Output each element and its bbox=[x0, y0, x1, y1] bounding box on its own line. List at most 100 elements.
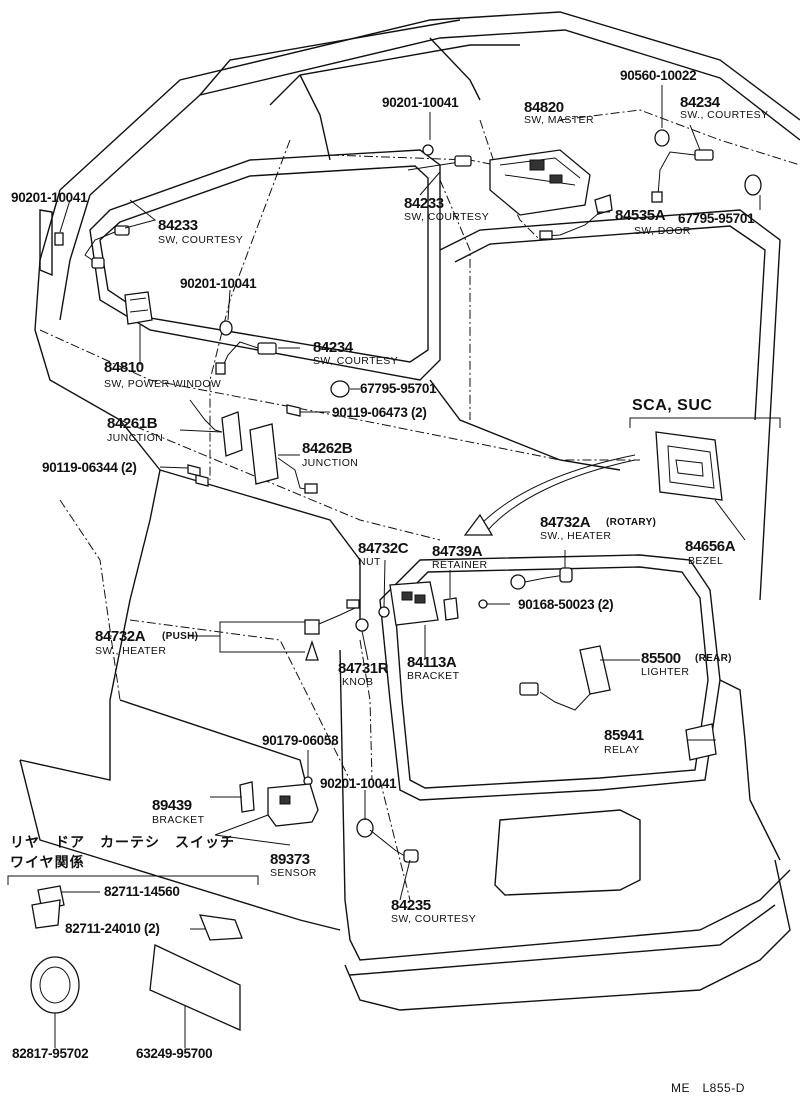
rear-bumper-outline bbox=[344, 859, 791, 1011]
label-82817: 82817-95702 bbox=[12, 1046, 89, 1061]
label-90560: 90560-10022 bbox=[620, 68, 697, 83]
grommet-82817 bbox=[30, 956, 80, 1014]
diagram-reference-code: ME L855-D bbox=[671, 1081, 745, 1095]
rear-door-outline bbox=[439, 209, 781, 601]
screw-pair-upper bbox=[286, 404, 312, 417]
label-90201-top: 90201-10041 bbox=[382, 95, 459, 110]
grommet-mid bbox=[330, 380, 350, 398]
label-push: (PUSH) bbox=[162, 631, 199, 642]
label-85941: 85941 bbox=[604, 727, 644, 744]
label-rear: (REAR) bbox=[695, 653, 732, 664]
bracket-part bbox=[389, 581, 439, 626]
bracket-89439 bbox=[239, 781, 255, 813]
door-switch-part bbox=[539, 194, 613, 240]
bezel-part bbox=[629, 417, 781, 501]
label-84810: 84810 bbox=[104, 359, 144, 376]
label-lighter: LIGHTER bbox=[641, 666, 690, 678]
label-90119-06344: 90119-06344 (2) bbox=[42, 460, 137, 475]
label-sensor: SENSOR bbox=[270, 867, 317, 879]
clamp-82711-24010 bbox=[198, 914, 243, 941]
power-window-switch-part bbox=[124, 291, 153, 325]
label-84739A: 84739A bbox=[432, 543, 483, 560]
label-82711-14560: 82711-14560 bbox=[104, 884, 180, 899]
label-84656A: 84656A bbox=[685, 538, 736, 555]
label-89439: 89439 bbox=[152, 797, 192, 814]
label-sw-courtesy-top: SW., COURTESY bbox=[680, 109, 769, 121]
label-sca-suc: SCA, SUC bbox=[632, 397, 713, 414]
heater-switch-push bbox=[304, 599, 369, 661]
wire-group-box bbox=[7, 875, 259, 885]
label-84262B: 84262B bbox=[302, 440, 353, 457]
label-bracket-2: BRACKET bbox=[152, 814, 205, 826]
courtesy-switch-top-mid bbox=[407, 144, 472, 171]
label-sw-heater-push: SW., HEATER bbox=[95, 645, 167, 657]
label-jp-line2: ワイヤ関係 bbox=[10, 855, 85, 871]
label-junction-1: JUNCTION bbox=[107, 432, 164, 444]
label-sw-heater-rotary: SW., HEATER bbox=[540, 530, 612, 542]
retainer-part bbox=[443, 597, 459, 621]
courtesy-switch-mid bbox=[215, 320, 277, 375]
label-90179: 90179-06058 bbox=[262, 733, 339, 748]
label-84732A-push: 84732A bbox=[95, 628, 146, 645]
heater-switch-rotary bbox=[510, 567, 573, 590]
label-84732C: 84732C bbox=[358, 540, 409, 557]
label-67795-mid: 67795-95701 bbox=[360, 381, 437, 396]
lighter-part bbox=[519, 645, 611, 711]
label-relay: RELAY bbox=[604, 744, 640, 756]
label-84113A: 84113A bbox=[407, 654, 457, 671]
label-63249: 63249-95700 bbox=[136, 1046, 213, 1061]
curved-arrow bbox=[479, 454, 636, 526]
label-84732A-rotary: 84732A bbox=[540, 514, 591, 531]
label-84261B: 84261B bbox=[107, 415, 158, 432]
label-bezel: BEZEL bbox=[688, 555, 724, 567]
label-89373: 89373 bbox=[270, 851, 310, 868]
cover-63249 bbox=[149, 944, 241, 1032]
screw-pair-lower bbox=[187, 464, 209, 487]
license-plate-area bbox=[494, 809, 641, 896]
relay-part bbox=[685, 723, 717, 761]
label-90201-left: 90201-10041 bbox=[11, 190, 88, 205]
label-sw-courtesy-mid2: SW, COURTESY bbox=[313, 355, 399, 367]
label-sw-courtesy-low: SW, COURTESY bbox=[391, 913, 477, 925]
label-jp-line1: リヤ ドア カーテシ スイッチ bbox=[10, 835, 235, 851]
master-switch-part bbox=[489, 149, 591, 216]
label-junction-2: JUNCTION bbox=[302, 457, 359, 469]
label-bracket-1: BRACKET bbox=[407, 670, 460, 682]
sensor-part bbox=[267, 783, 319, 827]
label-84820: 84820 bbox=[524, 99, 564, 116]
junction-block-2 bbox=[249, 423, 318, 494]
label-84235: 84235 bbox=[391, 897, 431, 914]
label-84535A: 84535A bbox=[615, 207, 666, 224]
clamp-82711-14560 bbox=[31, 885, 65, 929]
label-90201-mid: 90201-10041 bbox=[180, 276, 257, 291]
label-90201-low: 90201-10041 bbox=[320, 776, 397, 791]
label-84731R: 84731R bbox=[338, 660, 389, 677]
label-sw-courtesy-left: SW, COURTESY bbox=[158, 234, 244, 246]
label-sw-door: SW, DOOR bbox=[634, 225, 691, 237]
screw-90168 bbox=[478, 599, 488, 609]
label-84233-mid: 84233 bbox=[404, 195, 444, 212]
label-84233-left: 84233 bbox=[158, 217, 198, 234]
label-90119-06473: 90119-06473 (2) bbox=[332, 405, 427, 420]
label-82711-24010: 82711-24010 (2) bbox=[65, 921, 160, 936]
label-sw-courtesy-mid: SW, COURTESY bbox=[404, 211, 490, 223]
courtesy-switch-top-right bbox=[651, 129, 762, 203]
label-67795-right: 67795-95701 bbox=[678, 211, 755, 226]
body-side-outline bbox=[34, 189, 121, 421]
label-84234-top: 84234 bbox=[680, 94, 720, 111]
junction-block-1 bbox=[189, 399, 243, 457]
label-85500: 85500 bbox=[641, 650, 681, 667]
courtesy-switch-left bbox=[54, 225, 130, 269]
label-sw-power-window: SW, POWER WINDOW bbox=[104, 378, 222, 390]
nut-part bbox=[378, 606, 390, 618]
courtesy-switch-low bbox=[356, 818, 419, 863]
roof-outline bbox=[59, 11, 800, 191]
side-window-outline bbox=[89, 149, 441, 381]
label-sw-master: SW, MASTER bbox=[524, 114, 594, 126]
label-84234-mid: 84234 bbox=[313, 339, 353, 356]
label-rotary: (ROTARY) bbox=[606, 517, 657, 528]
label-90168: 90168-50023 (2) bbox=[518, 597, 614, 612]
label-knob: KNOB bbox=[342, 676, 374, 688]
